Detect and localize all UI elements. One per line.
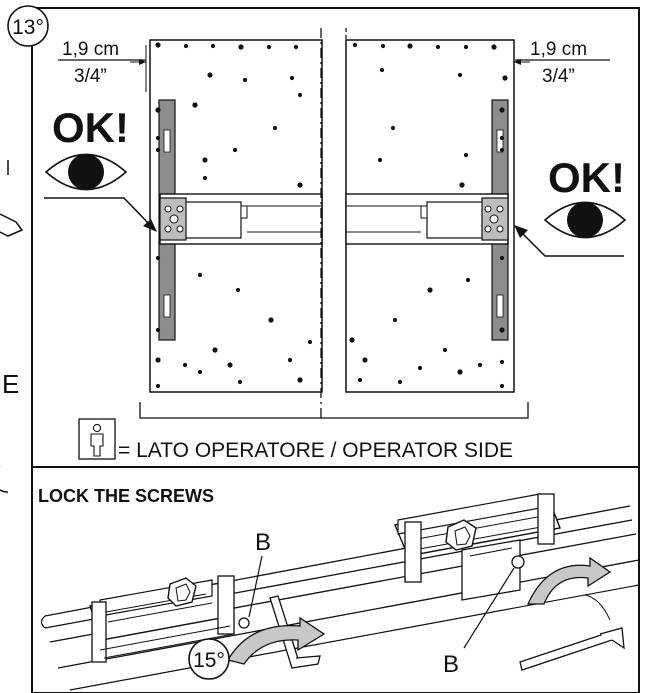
step-badge-top: 13° bbox=[7, 5, 49, 47]
margin-fragments: E bbox=[0, 160, 24, 493]
panel-hole bbox=[502, 75, 508, 81]
rotation-arrow-left bbox=[227, 616, 326, 665]
panel-hole bbox=[155, 135, 161, 141]
panel-hole bbox=[491, 44, 497, 50]
panel-hole bbox=[499, 383, 505, 389]
panel-hole bbox=[477, 362, 483, 368]
panel-hole bbox=[397, 379, 403, 385]
operator-side-bracket bbox=[139, 402, 529, 419]
panel-hole bbox=[155, 42, 161, 48]
panel-hole bbox=[202, 175, 208, 181]
panel-hole bbox=[197, 369, 203, 375]
sight-arrow-left bbox=[44, 197, 157, 232]
panel-hole bbox=[362, 357, 368, 363]
panel-hole bbox=[357, 377, 363, 383]
panel-hole bbox=[435, 44, 441, 50]
panel-hole bbox=[352, 42, 358, 48]
panel-hole bbox=[307, 339, 313, 345]
panel-hole bbox=[266, 44, 272, 50]
panel-hole bbox=[297, 92, 303, 98]
panel-hole bbox=[183, 43, 189, 49]
panel-hole bbox=[499, 255, 505, 261]
sight-arrow-right bbox=[514, 225, 624, 257]
panel-hole bbox=[293, 44, 299, 50]
panel-hole bbox=[197, 272, 203, 278]
panel-hole bbox=[192, 102, 198, 108]
screw-b-right bbox=[511, 555, 525, 569]
panel-hole bbox=[349, 337, 355, 343]
operator-side-label: = LATO OPERATORE / OPERATOR SIDE bbox=[118, 439, 513, 462]
panel-hole bbox=[155, 357, 161, 363]
panel-hole bbox=[232, 147, 238, 153]
eye-icon-right bbox=[543, 201, 627, 239]
step-number-top: 13° bbox=[12, 16, 44, 39]
panel-hole bbox=[499, 135, 505, 141]
offset-left-imperial: 3/4” bbox=[74, 66, 107, 87]
hex-key-right bbox=[519, 594, 625, 671]
panel-hole bbox=[463, 152, 469, 158]
panel-hole bbox=[155, 147, 161, 153]
panel-holes bbox=[155, 42, 508, 389]
panel-hole bbox=[499, 107, 505, 113]
panel-hole bbox=[235, 287, 241, 293]
panel-hole bbox=[427, 287, 433, 293]
ok-label-left: OK! bbox=[52, 104, 129, 151]
panel-hole bbox=[212, 347, 218, 353]
panel-hole bbox=[287, 357, 293, 363]
panel-hole bbox=[182, 362, 188, 368]
panel-hole bbox=[407, 43, 413, 49]
step-number-bottom: 15° bbox=[193, 649, 225, 672]
beam-assembly bbox=[40, 493, 640, 691]
panel-hole bbox=[155, 107, 161, 113]
panel-hole bbox=[297, 182, 303, 188]
outer-frame bbox=[31, 7, 640, 693]
screw-b-left bbox=[238, 617, 250, 629]
panel-hole bbox=[268, 317, 274, 323]
panel-hole bbox=[379, 67, 385, 73]
panel-hole bbox=[499, 327, 505, 333]
panel-hole bbox=[289, 75, 295, 81]
panel-hole bbox=[237, 379, 243, 385]
margin-letter: E bbox=[2, 369, 19, 399]
offset-dimension-left: 1,9 cm 3/4” bbox=[58, 39, 205, 92]
panel-hole bbox=[457, 72, 463, 78]
panel-hole bbox=[459, 182, 465, 188]
eye-icon-left bbox=[44, 153, 128, 191]
desk-panel-left bbox=[149, 39, 323, 393]
ok-label-right: OK! bbox=[548, 154, 625, 201]
panel-hole bbox=[457, 369, 463, 375]
panel-hole bbox=[499, 359, 505, 365]
panel-hole bbox=[465, 277, 471, 283]
panel-hole bbox=[202, 157, 208, 163]
panel-hole bbox=[155, 327, 161, 333]
panel-hole bbox=[442, 347, 448, 353]
panel-hole bbox=[155, 383, 161, 389]
panel-hole bbox=[499, 147, 505, 153]
panel-hole bbox=[377, 157, 383, 163]
panel-hole bbox=[227, 362, 233, 368]
desk-panel-right bbox=[345, 39, 515, 393]
offset-left-metric: 1,9 cm bbox=[62, 39, 119, 60]
panel-hole bbox=[463, 44, 469, 50]
operator-icon bbox=[78, 418, 116, 460]
panel-hole bbox=[242, 77, 248, 83]
panel-hole bbox=[297, 377, 303, 383]
panel-hole bbox=[392, 317, 398, 323]
panel-hole bbox=[210, 43, 216, 49]
label-b-left: B bbox=[255, 529, 271, 556]
offset-right-imperial: 3/4” bbox=[542, 66, 575, 87]
panel-hole bbox=[417, 365, 423, 371]
panel-hole bbox=[390, 125, 396, 131]
panel-hole bbox=[238, 44, 244, 50]
step-badge-bottom: 15° bbox=[188, 638, 230, 680]
label-b-right: B bbox=[443, 651, 459, 678]
panel-hole bbox=[207, 72, 213, 78]
panel-hole bbox=[155, 255, 161, 261]
panel-hole bbox=[272, 125, 278, 131]
rotation-arrow-right bbox=[526, 556, 612, 605]
panel-hole bbox=[380, 43, 386, 49]
offset-right-metric: 1,9 cm bbox=[530, 39, 587, 60]
lock-screws-title: LOCK THE SCREWS bbox=[38, 486, 214, 506]
